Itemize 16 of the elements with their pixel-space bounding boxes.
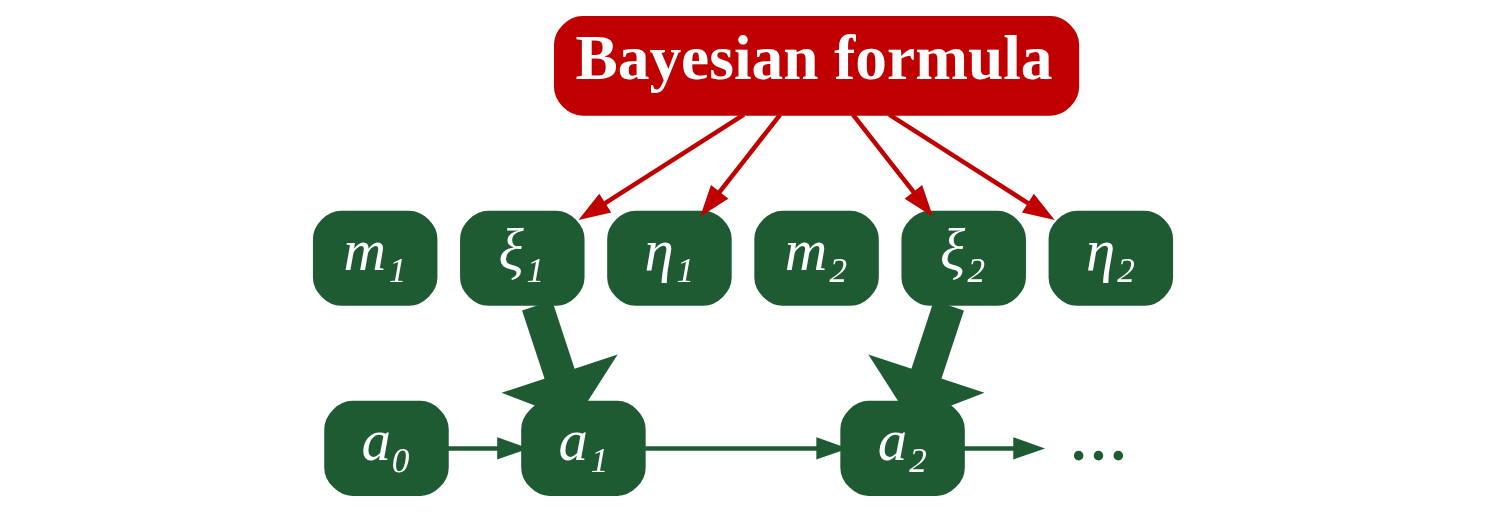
- node-box: ξ₂: [901, 210, 1026, 306]
- node-box: m₁: [312, 210, 438, 306]
- arrow: [700, 113, 782, 217]
- node-box: η₂: [1048, 210, 1174, 306]
- node-box: m₂: [754, 210, 879, 306]
- node-box: a₂: [840, 400, 965, 496]
- node-box: Bayesian formula: [554, 16, 1080, 116]
- arrow: [851, 113, 933, 217]
- arrow: [888, 112, 1055, 221]
- arrow: [578, 112, 746, 221]
- node-box: η₁: [607, 210, 732, 306]
- node-text: …: [1068, 408, 1128, 474]
- node-box: ξ₁: [460, 210, 585, 306]
- arrow: [964, 437, 1046, 460]
- node-box: a₀: [324, 400, 449, 496]
- node-box: a₁: [521, 400, 646, 496]
